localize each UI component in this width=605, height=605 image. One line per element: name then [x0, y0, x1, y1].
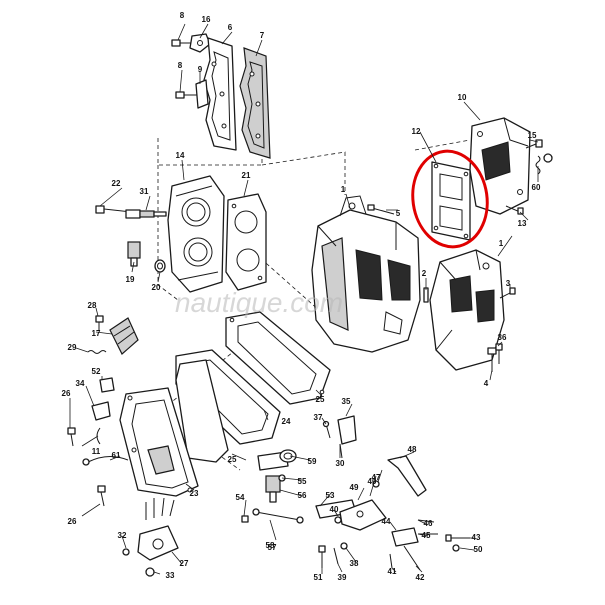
callout-21: 21 [242, 171, 251, 180]
callout-26: 26 [62, 389, 71, 398]
wire-part-61 [87, 456, 129, 463]
spring-part-60 [535, 155, 541, 175]
callout-12: 12 [412, 127, 421, 136]
callout-14: 14 [176, 151, 185, 160]
exhaust-cover-part-25-upper [225, 311, 331, 405]
callout-44: 44 [382, 517, 391, 526]
callout-13: 13 [518, 219, 527, 228]
callout-38: 38 [350, 559, 359, 568]
exhaust-cover-part-25-lower [175, 359, 229, 463]
link-part-48 [387, 455, 427, 497]
callout-8: 8 [178, 61, 183, 70]
callout-52: 52 [92, 367, 101, 376]
callout-19: 19 [126, 275, 135, 284]
coil-part-17 [109, 317, 139, 355]
callout-25: 25 [228, 455, 237, 464]
callout-41: 41 [388, 567, 397, 576]
arm-part-44 [391, 527, 419, 547]
callout-42: 42 [416, 573, 425, 582]
callout-47: 47 [372, 473, 381, 482]
callout-48: 48 [408, 445, 417, 454]
cylinder-block-part-1 [311, 195, 421, 353]
callout-55: 55 [298, 477, 307, 486]
callout-43: 43 [472, 533, 481, 542]
callout-58: 58 [266, 541, 275, 550]
callout-40: 40 [368, 477, 377, 486]
callout-1: 1 [499, 239, 504, 248]
cover-part-7 [239, 47, 271, 159]
callout-56: 56 [298, 491, 307, 500]
callout-26: 26 [68, 517, 77, 526]
callout-36: 36 [498, 333, 507, 342]
part-group-intake [411, 117, 553, 249]
part-group-right-bolts [487, 343, 503, 372]
callout-51: 51 [314, 573, 323, 582]
callout-45: 45 [422, 531, 431, 540]
callout-33: 33 [166, 571, 175, 580]
callout-30: 30 [336, 459, 345, 468]
bracket-part-35 [337, 415, 357, 445]
callout-40: 40 [330, 505, 339, 514]
callout-32: 32 [118, 531, 127, 540]
callout-24: 24 [282, 417, 291, 426]
spring-part-29 [87, 350, 107, 354]
callout-8: 8 [180, 11, 185, 20]
callout-61: 61 [112, 451, 121, 460]
clamp-part-52 [99, 377, 115, 393]
part-group-head [95, 175, 267, 293]
callout-54: 54 [236, 493, 245, 502]
callout-59: 59 [308, 457, 317, 466]
callout-53: 53 [326, 491, 335, 500]
callout-27: 27 [180, 559, 189, 568]
part-group-linkage [318, 455, 470, 571]
callout-29: 29 [68, 343, 77, 352]
callout-4: 4 [484, 379, 489, 388]
callout-17: 17 [92, 329, 101, 338]
callout-60: 60 [532, 183, 541, 192]
callout-25: 25 [316, 395, 325, 404]
callout-35: 35 [342, 397, 351, 406]
callout-3: 3 [506, 279, 511, 288]
leader-lines [69, 23, 539, 575]
callout-6: 6 [228, 23, 233, 32]
callout-57: 57 [268, 543, 277, 552]
callout-2: 2 [422, 269, 427, 278]
bracket-part-34 [91, 401, 111, 421]
callout-7: 7 [260, 31, 265, 40]
callout-15: 15 [528, 131, 537, 140]
exhaust-plate-part-23 [119, 387, 199, 497]
callout-10: 10 [458, 93, 467, 102]
watermark-text: nautique.com [175, 287, 343, 318]
callout-1: 1 [341, 185, 346, 194]
callout-11: 11 [92, 447, 101, 456]
part-group-top [171, 33, 271, 159]
spark-plug-part-31 [125, 209, 167, 219]
callout-23: 23 [190, 489, 199, 498]
callout-37: 37 [314, 413, 323, 422]
callout-20: 20 [152, 283, 161, 292]
callout-39: 39 [338, 573, 347, 582]
callout-5: 5 [396, 209, 401, 218]
head-gasket-part-21 [225, 193, 267, 291]
highlight-circle [411, 149, 489, 249]
part-group-left [67, 315, 139, 507]
part-group-bottom [122, 415, 357, 577]
cylinder-head-part-14 [167, 175, 225, 293]
clip-part-11 [96, 427, 101, 445]
callout-22: 22 [112, 179, 121, 188]
callout-50: 50 [474, 545, 483, 554]
clip-part-9 [195, 79, 209, 109]
part-group-exhaust [119, 311, 331, 497]
callout-28: 28 [88, 301, 97, 310]
callout-49: 49 [350, 483, 359, 492]
callout-46: 46 [424, 519, 433, 528]
callout-31: 31 [140, 187, 149, 196]
callout-34: 34 [76, 379, 85, 388]
callout-16: 16 [202, 15, 211, 24]
crankcase-part-1 [423, 249, 516, 371]
callout-9: 9 [198, 65, 203, 74]
